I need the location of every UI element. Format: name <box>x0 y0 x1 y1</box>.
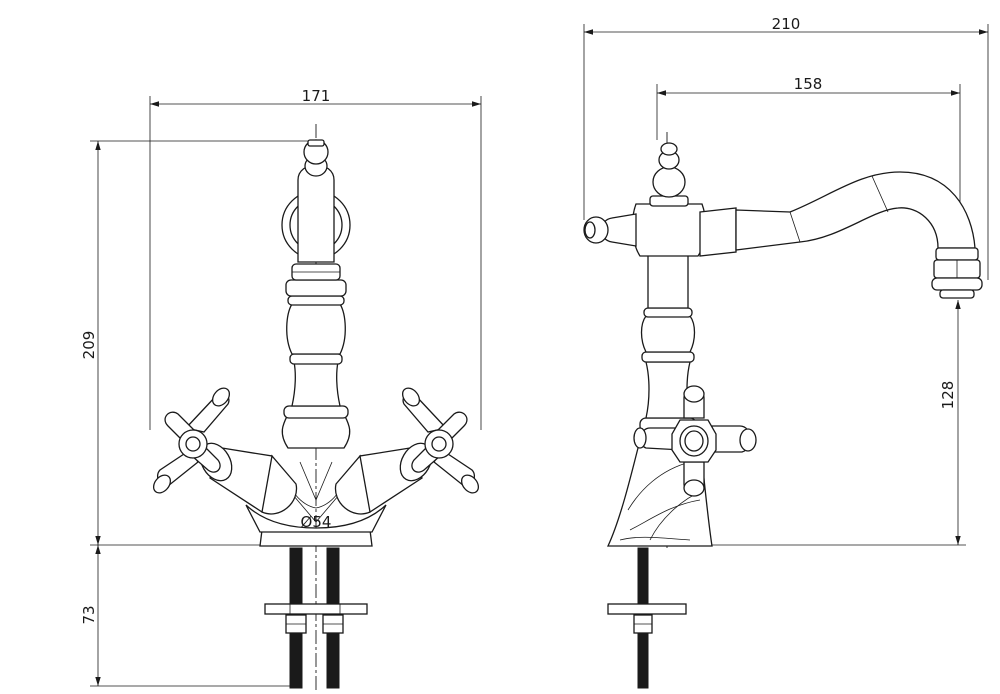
dimension-base-73: 73 <box>80 545 290 687</box>
front-spout <box>281 139 351 263</box>
base-body <box>245 461 387 547</box>
side-view: 210 158 128 <box>583 15 989 689</box>
front-right-valve <box>334 442 433 515</box>
diameter-label: Ø54 <box>301 513 332 531</box>
dimension-height-209: 209 <box>80 140 318 546</box>
front-body-column <box>281 263 351 449</box>
dimension-width-171: 171 <box>149 87 482 430</box>
dimension-label-base: 73 <box>80 605 98 624</box>
front-right-cross-handle <box>401 387 480 494</box>
dimension-spout-height-128: 128 <box>712 300 966 546</box>
dimension-overall-210: 210 <box>583 15 989 280</box>
dimension-label-height: 209 <box>80 331 98 360</box>
front-left-cross-handle <box>152 387 231 494</box>
side-head <box>583 142 707 257</box>
dimension-label-width: 171 <box>302 87 331 105</box>
mounting-rods <box>264 547 368 689</box>
dimension-label-spout-height: 128 <box>939 381 957 410</box>
front-view: 171 209 73 <box>80 87 482 690</box>
side-mounting-rods <box>607 547 687 689</box>
dimension-label-reach: 158 <box>794 75 823 93</box>
dimension-label-overall: 210 <box>772 15 801 33</box>
front-left-valve <box>199 442 298 515</box>
side-cross-handle <box>633 385 757 497</box>
side-spout <box>699 171 983 299</box>
side-body-column <box>639 251 697 433</box>
